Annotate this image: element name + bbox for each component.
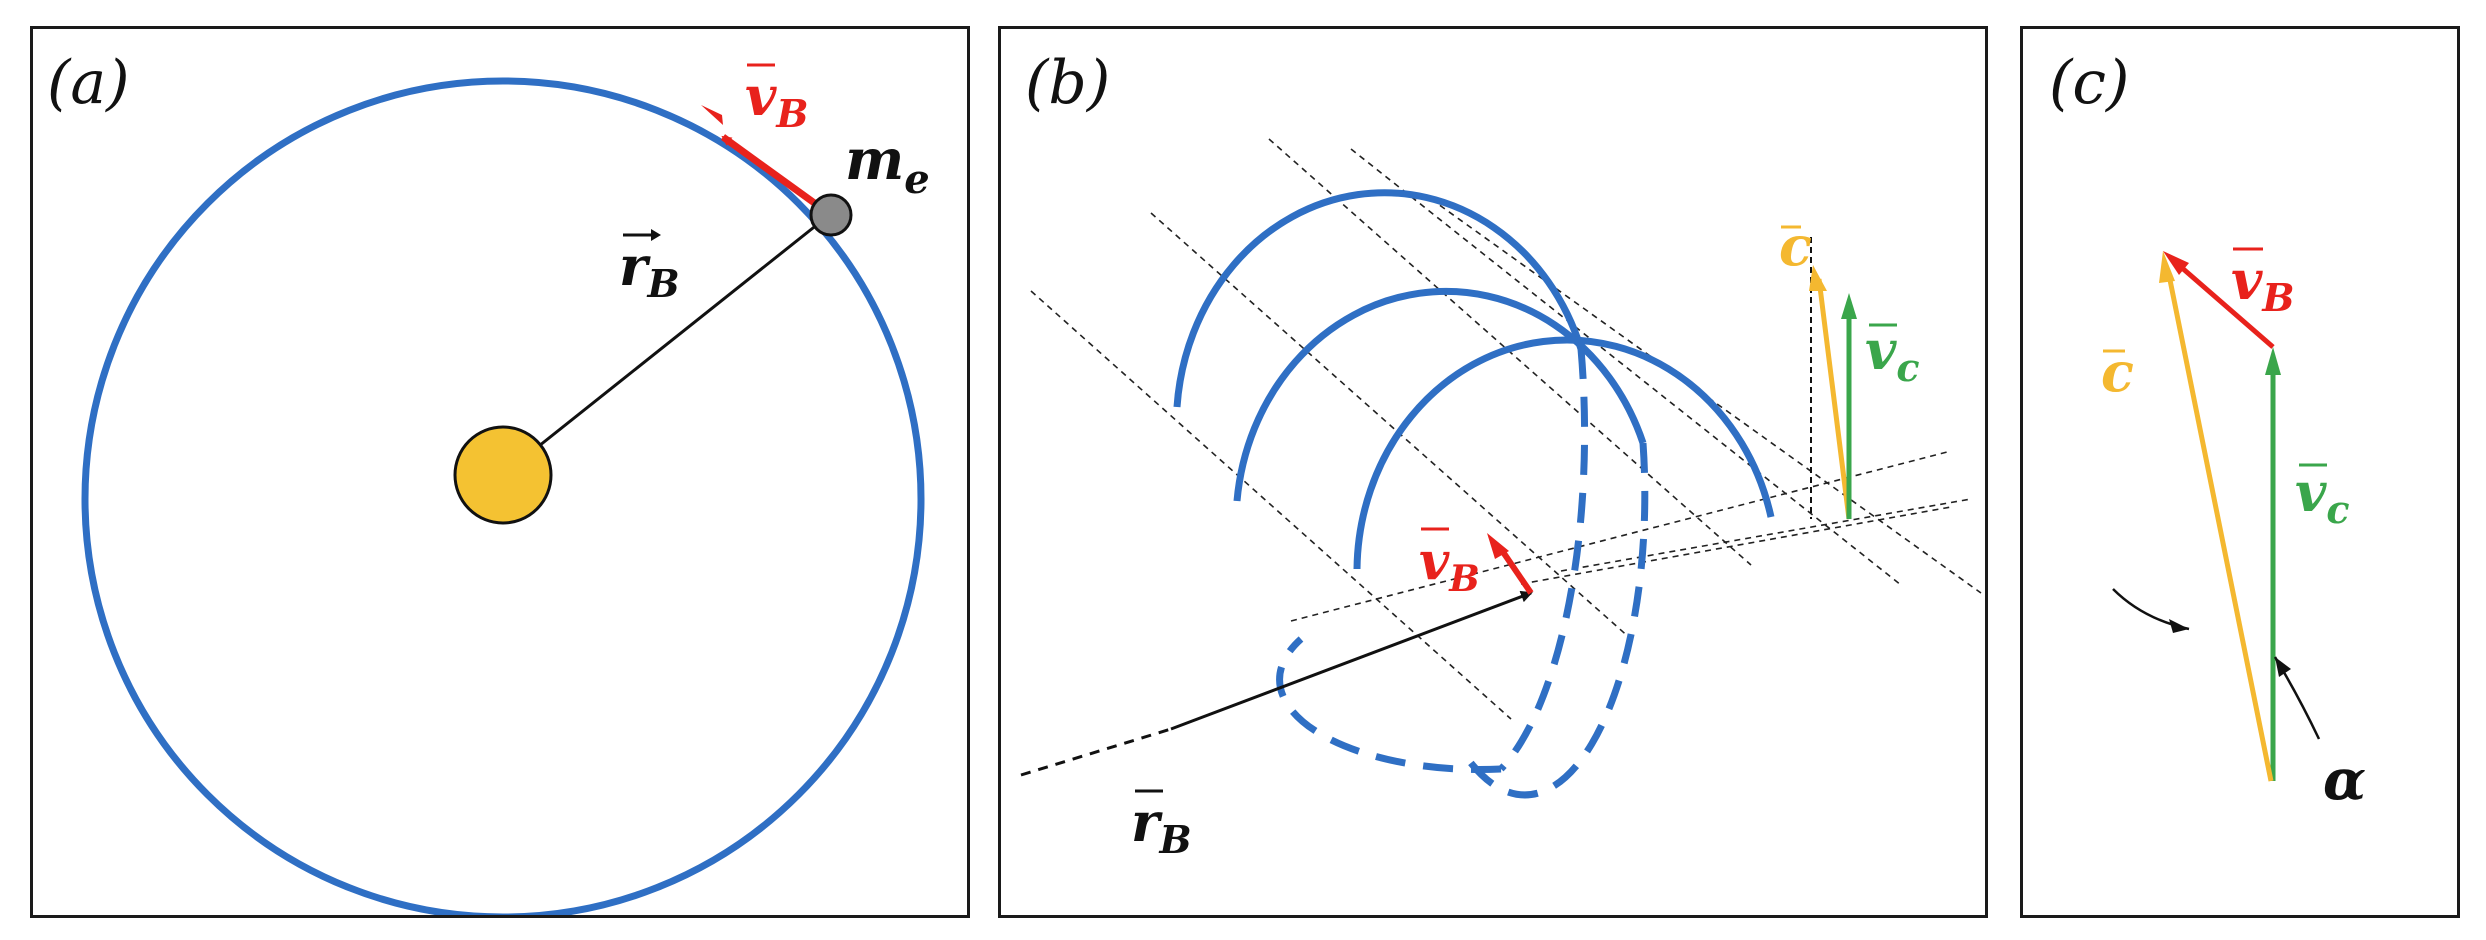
light-label: c (1779, 214, 1812, 278)
velocity-arrowhead-c (2163, 251, 2189, 275)
velocity-arrowhead-small (1487, 533, 1509, 559)
helix-dashed-arcs (1276, 348, 1649, 799)
helix-solid-arcs (1173, 189, 1775, 570)
light-vector-c-c (2166, 274, 2274, 782)
velocity-vector-b-small (1498, 547, 1534, 595)
angle-marker-left (2112, 588, 2190, 631)
panel-c: (c) vB c vc α (2020, 26, 2460, 918)
radius-label-b: rB (1131, 790, 1192, 862)
green-label: vc (1865, 318, 1920, 390)
panel-c-label: (c) (2049, 48, 2129, 118)
panel-c-diagram: (c) vB c vc α (2049, 48, 2366, 813)
radius-overarrow-head (651, 229, 661, 241)
light-arrowhead (1809, 265, 1827, 291)
radius-label: rB (619, 234, 680, 306)
radius-vector (504, 214, 829, 475)
green-arrowhead (1841, 293, 1857, 319)
radius-vector-solid (1170, 590, 1533, 731)
velocity-vector-b (720, 134, 834, 218)
panel-a-diagram: (a) vB me rB (47, 48, 930, 915)
green-label-c: vc (2295, 460, 2350, 532)
panel-a: (a) vB me rB (30, 26, 970, 918)
angle-label: α (2323, 747, 2366, 813)
radius-vector-dashed (1020, 727, 1172, 777)
planet-body (809, 193, 853, 237)
sun-body (453, 425, 553, 525)
orbit-circle (81, 77, 925, 915)
panel-b-label: (b) (1025, 48, 1110, 118)
panel-b: (b) (998, 26, 1988, 918)
green-arrowhead-c (2265, 347, 2281, 375)
velocity-arrowhead (701, 105, 723, 125)
light-arrowhead-c (2159, 251, 2175, 283)
light-vector-c (1816, 278, 1852, 520)
velocity-label-c: vB (2231, 248, 2295, 320)
velocity-label-b: vB (1419, 531, 1480, 600)
velocity-vector-b-c (2179, 265, 2275, 349)
angle-marker-left-head (2169, 619, 2189, 633)
panel-a-label: (a) (47, 48, 130, 118)
angle-marker-right-head (2275, 657, 2291, 677)
mass-label: me (845, 127, 930, 203)
panel-b-diagram: (b) (1020, 48, 1982, 862)
velocity-label: vB (745, 64, 809, 136)
guide-lines-shallow (1290, 450, 1972, 622)
